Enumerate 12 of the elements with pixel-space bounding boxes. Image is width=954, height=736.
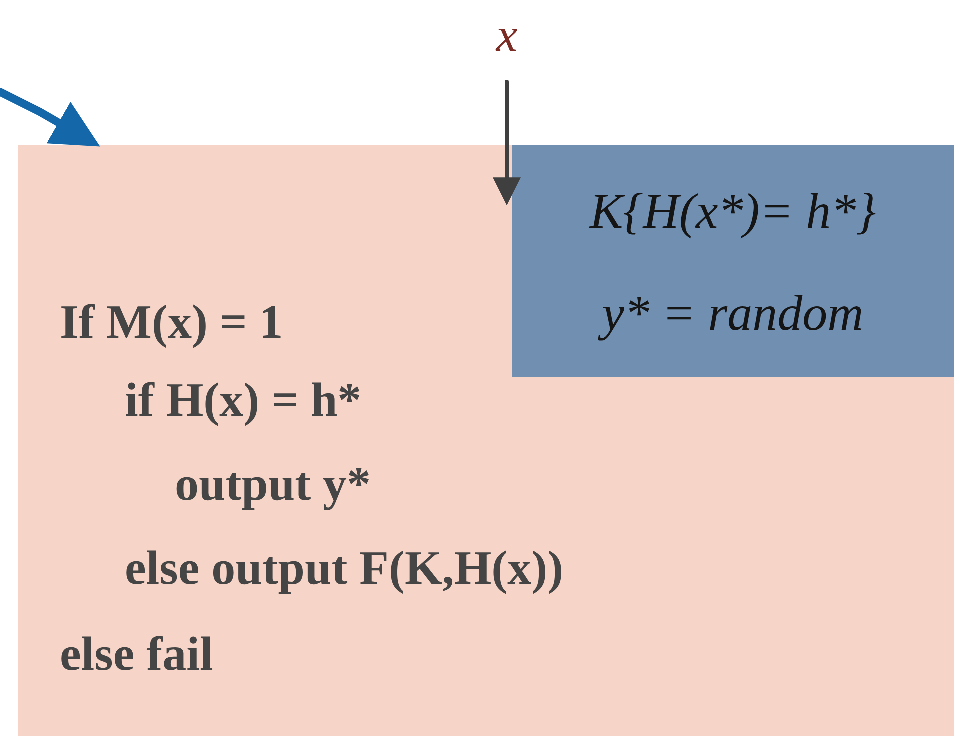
code-panel xyxy=(18,145,954,736)
code-line: else fail xyxy=(60,627,214,682)
code-line: if H(x) = h* xyxy=(125,373,362,428)
key-box xyxy=(512,145,954,377)
code-line: If M(x) = 1 xyxy=(60,295,284,350)
variable-label: x xyxy=(494,8,519,64)
code-line: y* = random xyxy=(512,285,954,342)
arrow xyxy=(493,80,521,206)
arrow xyxy=(0,88,100,147)
code-line: K{H(x*)= h*} xyxy=(588,183,878,240)
code-line: else output F(K,H(x)) xyxy=(125,541,564,596)
code-line: output y* xyxy=(175,457,372,512)
